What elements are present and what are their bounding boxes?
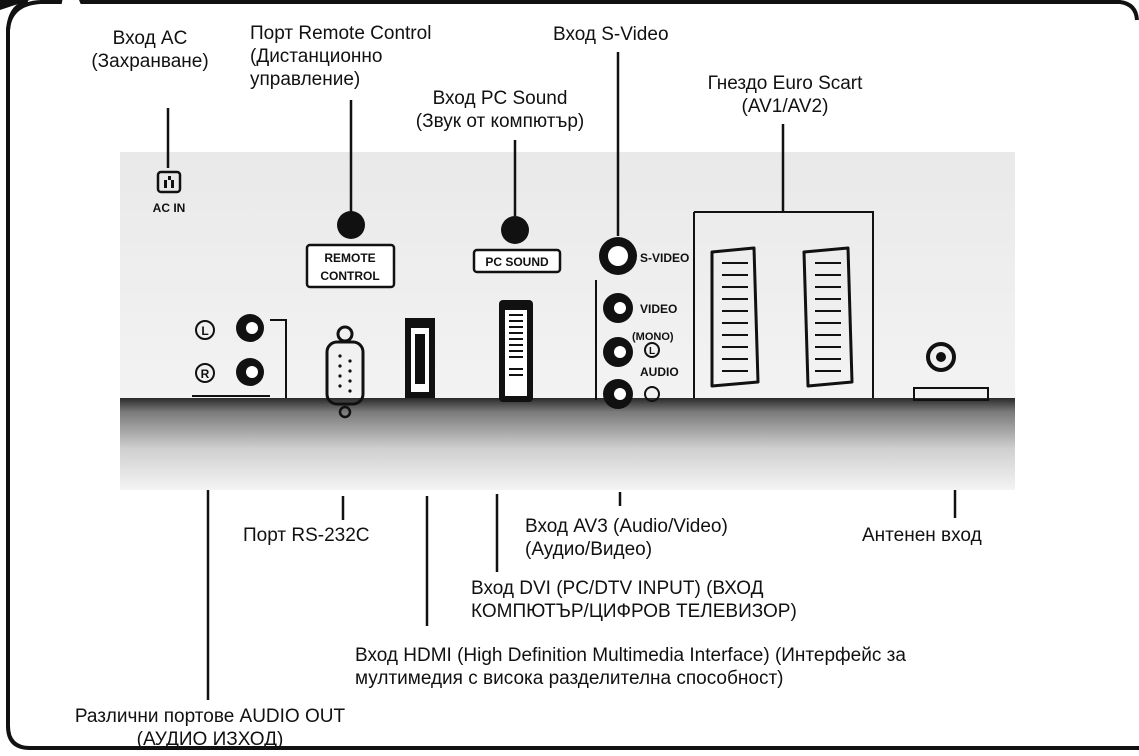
antenna-port — [913, 342, 989, 401]
ac-in-port: AC IN — [153, 170, 186, 215]
label-antenna: Антенен вход — [862, 525, 982, 546]
ac-in-marking: AC IN — [153, 201, 186, 215]
rear-panel — [120, 152, 1015, 402]
svg-text:L: L — [649, 346, 655, 357]
label-euro-scart: Гнездо Euro Scart(AV1/AV2) — [707, 73, 863, 117]
callout-pointer-left — [40, 0, 63, 4]
remote-marking-2: CONTROL — [320, 269, 379, 283]
leader-lines — [166, 52, 957, 700]
label-audio-out: Различни портове AUDIO OUT(АУДИО ИЗХОД) — [74, 706, 346, 750]
callout-pointer-right — [79, 0, 1139, 21]
svg-text:S-VIDEO: S-VIDEO — [640, 251, 689, 265]
svg-text:R: R — [201, 367, 210, 381]
svg-text:L: L — [201, 324, 208, 338]
av3-ports: S-VIDEO VIDEO (MONO) L AUDIO — [595, 237, 689, 409]
label-ac-input: Вход AC(Захранване) — [91, 28, 209, 72]
svg-text:AUDIO: AUDIO — [640, 365, 679, 379]
pc-sound-port: PC SOUND — [472, 216, 562, 274]
hdmi-port — [405, 318, 435, 398]
remote-control-port: REMOTE CONTROL — [305, 211, 396, 289]
label-hdmi: Вход HDMI (High Definition Multimedia In… — [355, 645, 906, 689]
dvi-port — [499, 300, 533, 402]
rs232-port — [325, 325, 365, 419]
euro-scart-ports — [693, 211, 874, 398]
label-av3: Вход AV3 (Audio/Video)(Аудио/Видео) — [525, 516, 728, 560]
label-rs232: Порт RS-232C — [243, 525, 370, 546]
pc-sound-marking: PC SOUND — [485, 255, 549, 269]
audio-out-ports: L R — [192, 314, 287, 398]
label-s-video: Вход S-Video — [553, 24, 669, 45]
svg-text:(MONO): (MONO) — [632, 331, 674, 343]
svg-text:VIDEO: VIDEO — [640, 302, 677, 316]
label-pc-sound: Вход PC Sound(Звук от компютър) — [415, 88, 585, 132]
remote-marking-1: REMOTE — [324, 251, 375, 265]
